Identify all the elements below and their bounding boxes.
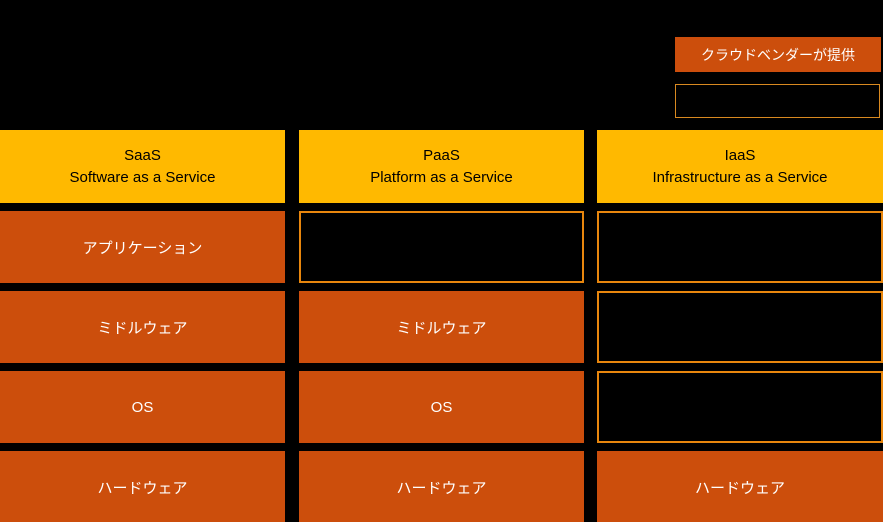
header-acronym-paas: PaaS [423, 146, 460, 164]
cell-paas-middleware: ミドルウェア [299, 291, 584, 363]
cell-iaas-middleware [597, 291, 883, 363]
cell-iaas-application [597, 211, 883, 283]
column-header-iaas: IaaS Infrastructure as a Service [597, 130, 883, 203]
cell-saas-middleware: ミドルウェア [0, 291, 285, 363]
cell-saas-application: アプリケーション [0, 211, 285, 283]
cell-iaas-hardware: ハードウェア [597, 451, 883, 522]
column-header-paas: PaaS Platform as a Service [299, 130, 584, 203]
cell-paas-hardware: ハードウェア [299, 451, 584, 522]
legend-vendor-provided-box: クラウドベンダーが提供 [675, 37, 881, 72]
cell-saas-hardware: ハードウェア [0, 451, 285, 522]
cell-iaas-os [597, 371, 883, 443]
column-saas: SaaS Software as a Service アプリケーション ミドルウ… [0, 0, 285, 522]
legend-empty-box [675, 84, 880, 118]
column-iaas: IaaS Infrastructure as a Service ハードウェア [597, 0, 883, 522]
header-acronym-saas: SaaS [124, 146, 161, 164]
column-paas: PaaS Platform as a Service ミドルウェア OS ハード… [299, 0, 584, 522]
cell-paas-os: OS [299, 371, 584, 443]
column-header-saas: SaaS Software as a Service [0, 130, 285, 203]
header-fullname-saas: Software as a Service [69, 168, 216, 186]
header-acronym-iaas: IaaS [724, 146, 756, 164]
header-fullname-iaas: Infrastructure as a Service [652, 168, 828, 186]
cell-paas-application [299, 211, 584, 283]
cell-saas-os: OS [0, 371, 285, 443]
header-fullname-paas: Platform as a Service [370, 168, 513, 186]
